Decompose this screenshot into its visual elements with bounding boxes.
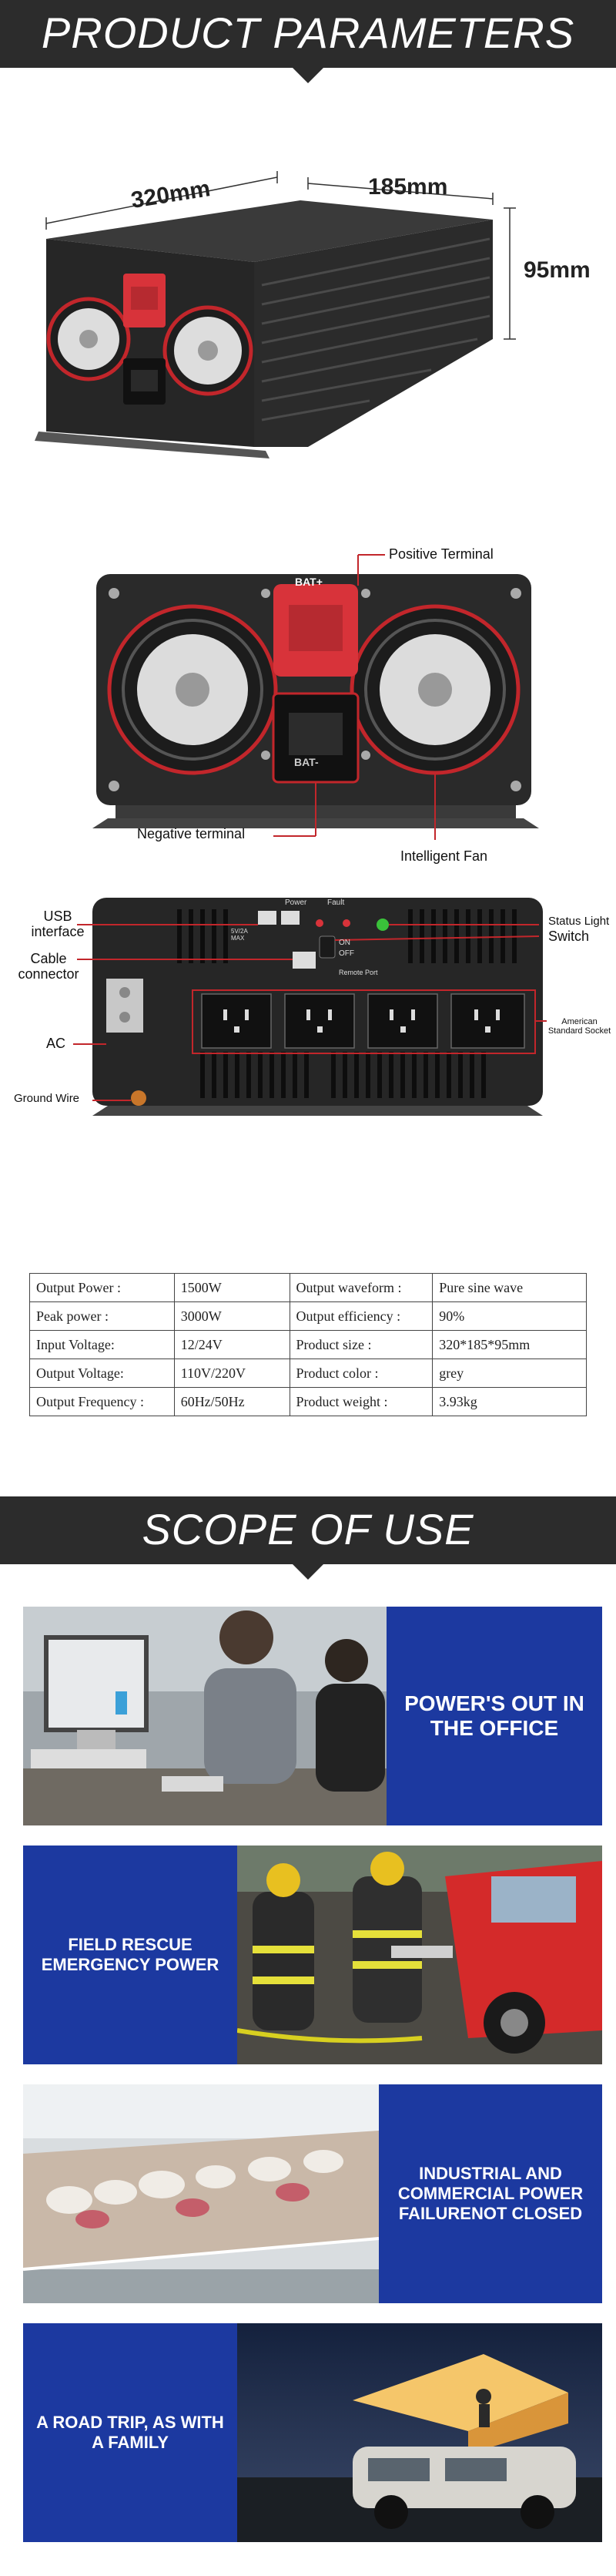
spec-value: 90% — [432, 1301, 587, 1331]
power-mark: Power — [285, 898, 307, 907]
spec-value: grey — [432, 1359, 587, 1388]
scope-text-roadtrip: A ROAD TRIP, AS WITH A FAMILY — [23, 2323, 237, 2542]
off-mark: OFF — [339, 949, 354, 958]
spec-label: Output efficiency : — [289, 1301, 434, 1331]
spec-value: Pure sine wave — [432, 1273, 587, 1302]
intelligent-fan-label: Intelligent Fan — [400, 848, 488, 864]
scope-text-industrial: INDUSTRIAL AND COMMERCIAL POWER FAILUREN… — [379, 2084, 602, 2303]
spec-value: 1500W — [173, 1273, 290, 1302]
bat-minus-mark: BAT- — [294, 756, 319, 768]
dimension-width: 185mm — [368, 174, 448, 200]
office-photo — [23, 1607, 387, 1825]
negative-terminal-label: Negative terminal — [137, 826, 246, 841]
spec-label: Input Voltage: — [29, 1330, 175, 1359]
spec-label: Output Power : — [29, 1273, 175, 1302]
scope-text-office: POWER'S OUT IN THE OFFICE — [387, 1607, 602, 1825]
rear-panel-illustration — [73, 898, 547, 1116]
on-mark: ON — [339, 939, 350, 947]
switch-label: Switch — [548, 929, 590, 944]
parameters-banner: PRODUCT PARAMETERS — [0, 0, 616, 83]
industrial-photo — [23, 2084, 379, 2303]
spec-label: Peak power : — [29, 1301, 175, 1331]
cable-connector-label: Cable connector — [18, 951, 79, 982]
roadtrip-photo — [237, 2323, 602, 2542]
front-panel-view: Positive Terminal BAT+ BAT- Negative ter… — [0, 532, 616, 871]
scope-text-rescue: FIELD RESCUE EMERGENCY POWER — [23, 1846, 237, 2064]
parameters-title: PRODUCT PARAMETERS — [41, 8, 575, 57]
usb-rating-mark: 5V/2A MAX — [231, 928, 248, 942]
status-light-label: Status Light — [548, 915, 610, 928]
spec-label: Output Frequency : — [29, 1387, 175, 1416]
scope-card-industrial: INDUSTRIAL AND COMMERCIAL POWER FAILUREN… — [23, 2084, 602, 2303]
ground-wire-label: Ground Wire — [14, 1092, 80, 1105]
spec-value: 3.93kg — [432, 1387, 587, 1416]
scope-title: SCOPE OF USE — [142, 1505, 474, 1553]
scope-card-roadtrip: A ROAD TRIP, AS WITH A FAMILY — [23, 2323, 602, 2542]
scope-banner: SCOPE OF USE — [0, 1496, 616, 1580]
scope-card-rescue: FIELD RESCUE EMERGENCY POWER — [23, 1846, 602, 2064]
inverter-3d-illustration — [35, 171, 516, 458]
spec-value: 110V/220V — [173, 1359, 290, 1388]
remote-port-mark: Remote Port — [339, 969, 378, 976]
product-dimension-view: 320mm 185mm 95mm — [0, 85, 616, 470]
bat-plus-mark: BAT+ — [295, 576, 323, 588]
fault-mark: Fault — [327, 898, 345, 907]
spec-label: Product weight : — [289, 1387, 434, 1416]
front-panel-illustration — [92, 554, 539, 840]
spec-value: 3000W — [173, 1301, 290, 1331]
dimension-height: 95mm — [524, 257, 591, 283]
spec-value: 320*185*95mm — [432, 1330, 587, 1359]
scope-card-office: POWER'S OUT IN THE OFFICE — [23, 1607, 602, 1825]
spec-label: Output waveform : — [289, 1273, 434, 1302]
american-socket-label: American Standard Socket — [547, 1017, 611, 1036]
ac-label: AC — [46, 1036, 66, 1051]
spec-label: Product color : — [289, 1359, 434, 1388]
spec-label: Output Voltage: — [29, 1359, 175, 1388]
positive-terminal-label: Positive Terminal — [389, 546, 494, 562]
rear-panel-view: USB interface Cable connector AC Ground … — [0, 894, 616, 1148]
banner-notch — [293, 68, 323, 83]
usb-interface-label: USB interface — [31, 908, 85, 939]
spec-value: 60Hz/50Hz — [173, 1387, 290, 1416]
spec-label: Product size : — [289, 1330, 434, 1359]
rescue-photo — [237, 1846, 602, 2064]
spec-value: 12/24V — [173, 1330, 290, 1359]
banner-notch — [293, 1564, 323, 1580]
